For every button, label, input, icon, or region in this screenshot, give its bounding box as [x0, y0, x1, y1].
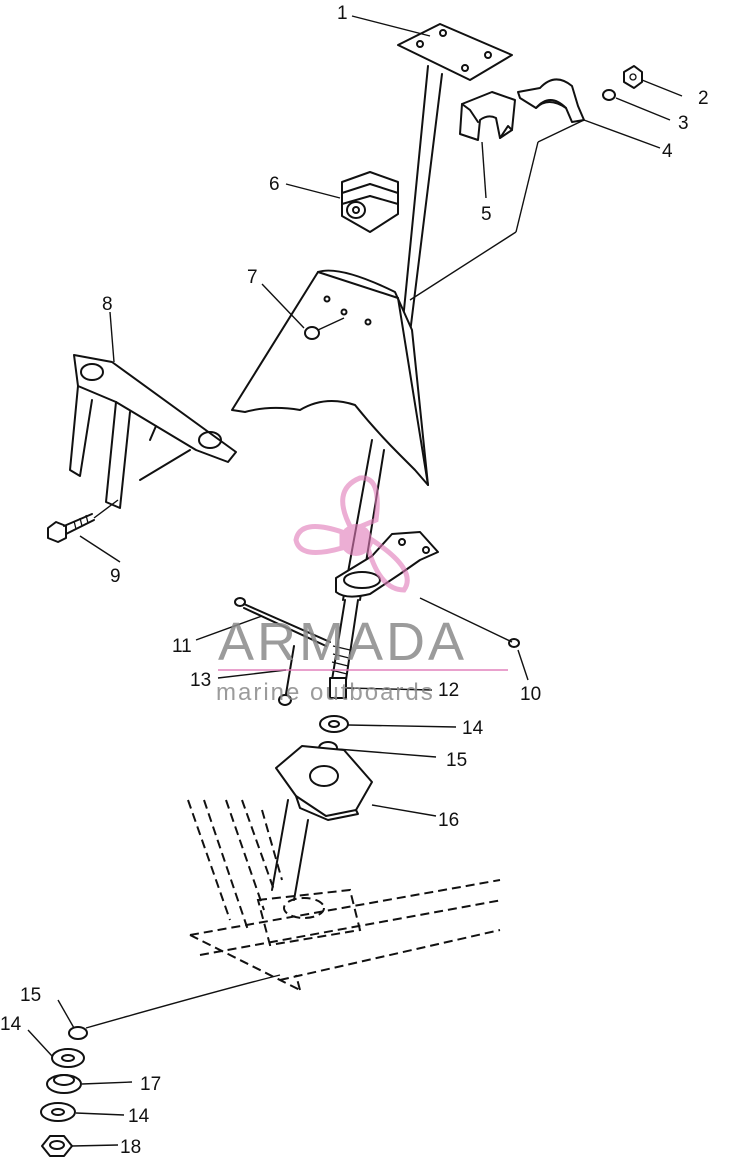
callout-14-upper: 14: [462, 718, 484, 739]
part-15-o-ring-lower: [68, 974, 281, 1040]
callout-17: 17: [140, 1074, 161, 1095]
part-7-screw: [304, 317, 345, 340]
callout-3: 3: [678, 113, 689, 134]
callout-leaders: [27, 15, 683, 1057]
callout-9: 9: [110, 566, 121, 587]
callout-11: 11: [172, 636, 192, 657]
part-11-cotter-pin: [195, 597, 331, 647]
callout-14-lower-2: 14: [128, 1106, 150, 1127]
callout-2: 2: [698, 88, 709, 109]
callout-6: 6: [269, 174, 280, 195]
callout-14-lower-1: 14: [0, 1014, 22, 1035]
part-console-panel: [231, 269, 429, 486]
part-5-clamp-block: [459, 91, 516, 141]
part-6-rubber-mount: [341, 171, 399, 233]
callout-7: 7: [247, 267, 258, 288]
callout-5: 5: [481, 204, 492, 225]
part-10-fitting: [419, 597, 529, 681]
watermark-logo: [293, 475, 410, 593]
part-1-steering-post: [397, 23, 513, 334]
part-14-washer-lower-2: [40, 1102, 125, 1122]
part-2-nut: [623, 65, 643, 89]
watermark-brand: ARMADA: [218, 612, 467, 672]
part-lower-shaft: [271, 799, 309, 901]
part-4-clamp: [517, 78, 585, 123]
part-8-bracket: [69, 354, 237, 509]
part-16-bearing-housing: [275, 745, 437, 821]
part-9-bolt: [47, 499, 119, 543]
part-18-castle-nut: [41, 1135, 119, 1157]
callout-18: 18: [120, 1137, 141, 1158]
part-14-washer-lower-1: [51, 1048, 85, 1068]
callout-10: 10: [520, 684, 541, 705]
part-3-washer: [602, 89, 616, 101]
callout-1: 1: [337, 3, 348, 24]
frame-phantom: [187, 799, 503, 991]
callout-labels: 1 2 3 4 5 6 7 8 9 10 11 12 13 14 15 16 1…: [0, 3, 709, 1158]
callout-12: 12: [438, 680, 459, 701]
callout-8: 8: [102, 294, 113, 315]
callout-4: 4: [662, 141, 673, 162]
part-14-washer-upper: [319, 715, 457, 733]
part-pitman-plate: [335, 531, 439, 598]
part-12-nut: [329, 677, 433, 699]
callout-15-upper: 15: [446, 750, 467, 771]
callout-15-lower: 15: [20, 985, 41, 1006]
watermark-tagline: marine outboards: [216, 679, 435, 706]
part-17-bearing: [46, 1074, 133, 1094]
callout-16: 16: [438, 810, 459, 831]
callout-13: 13: [190, 670, 211, 691]
